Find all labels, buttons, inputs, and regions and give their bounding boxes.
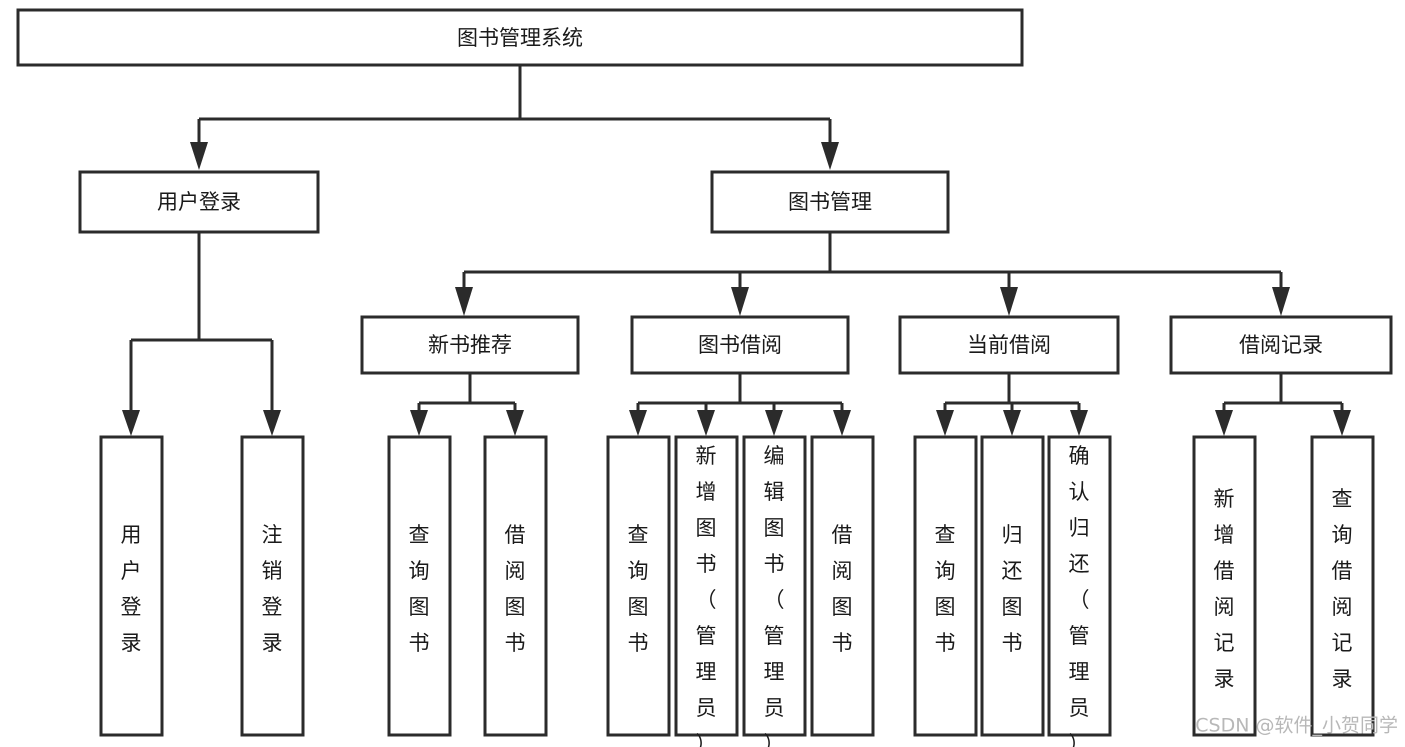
leaf-user-login-1-box[interactable] <box>99 435 164 737</box>
leaf-node-br-1[interactable]: 新增借阅记录 <box>1192 435 1257 737</box>
leaf-nbr-2-box[interactable] <box>483 435 548 737</box>
leaf-node-user-login-2[interactable]: 注销登录 <box>240 435 305 737</box>
edges-layer <box>122 65 1351 436</box>
node-borrow-records-box[interactable] <box>1169 315 1393 375</box>
leaf-nbr-1-label: 查询图书 <box>409 523 430 655</box>
node-book-management[interactable]: 图书管理 <box>710 170 950 234</box>
arrowhead-user-login <box>190 142 208 170</box>
node-root-label: 图书管理系统 <box>457 26 583 50</box>
arrowhead-borrow-records <box>1272 287 1290 316</box>
leaf-cb-1-label: 查询图书 <box>935 523 956 655</box>
leaf-bb-1-label: 查询图书 <box>628 523 649 655</box>
leaf-bb-3-label: 编辑图书（管理员） <box>764 444 785 747</box>
leaf-cb-3-box[interactable] <box>1047 435 1112 737</box>
leaf-node-cb-2[interactable]: 归还图书 <box>980 435 1045 737</box>
node-current-borrow-label: 当前借阅 <box>967 333 1051 357</box>
node-user-login-label: 用户登录 <box>157 190 241 214</box>
leaf-bb-3-box[interactable] <box>742 435 807 737</box>
node-book-borrow-label: 图书借阅 <box>698 333 782 357</box>
node-root-box[interactable] <box>16 8 1024 67</box>
node-current-borrow-box[interactable] <box>898 315 1120 375</box>
leaf-nbr-2-label: 借阅图书 <box>505 523 526 655</box>
csdn-watermark: CSDN @软件_小贺同学 <box>1195 715 1398 737</box>
node-book-management-box[interactable] <box>710 170 950 234</box>
leaf-node-nbr-1[interactable]: 查询图书 <box>387 435 452 737</box>
leaf-br-2-label: 查询借阅记录 <box>1332 487 1353 691</box>
node-book-borrow[interactable]: 图书借阅 <box>630 315 850 375</box>
arrowhead-leaf-nbr-2 <box>506 410 524 436</box>
leaf-node-bb-1[interactable]: 查询图书 <box>606 435 671 737</box>
arrowhead-leaf-bb-1 <box>629 410 647 436</box>
leaf-cb-3-label: 确认归还（管理员） <box>1069 444 1090 747</box>
node-new-book-recommend-box[interactable] <box>360 315 580 375</box>
node-new-book-recommend[interactable]: 新书推荐 <box>360 315 580 375</box>
node-root-book-management-system[interactable]: 图书管理系统 <box>16 8 1024 67</box>
arrowhead-leaf-bb-2 <box>697 410 715 436</box>
leaf-cb-2-box[interactable] <box>980 435 1045 737</box>
leaf-bb-4-box[interactable] <box>810 435 875 737</box>
node-borrow-records[interactable]: 借阅记录 <box>1169 315 1393 375</box>
node-new-book-recommend-label: 新书推荐 <box>428 333 512 357</box>
leaf-bb-2-box[interactable] <box>674 435 739 737</box>
arrowhead-leaf-user-login-2 <box>263 410 281 436</box>
leaf-br-2-box[interactable] <box>1310 435 1375 737</box>
leaf-user-login-2-label: 注销登录 <box>262 523 283 655</box>
leaf-cb-1-box[interactable] <box>913 435 978 737</box>
leaf-node-bb-2[interactable]: 新增图书（管理员） <box>674 435 739 747</box>
arrowhead-leaf-bb-3 <box>765 410 783 436</box>
node-user-login[interactable]: 用户登录 <box>78 170 320 234</box>
node-user-login-box[interactable] <box>78 170 320 234</box>
leaf-user-login-1-label: 用户登录 <box>121 523 142 655</box>
arrowhead-leaf-user-login-1 <box>122 410 140 436</box>
arrowhead-leaf-nbr-1 <box>410 410 428 436</box>
leaf-user-login-2-box[interactable] <box>240 435 305 737</box>
arrowhead-leaf-cb-1 <box>936 410 954 436</box>
leaf-node-cb-3[interactable]: 确认归还（管理员） <box>1047 435 1112 747</box>
node-borrow-records-label: 借阅记录 <box>1239 333 1323 357</box>
arrowhead-leaf-bb-4 <box>833 410 851 436</box>
arrowhead-new-book-recommend <box>455 287 473 316</box>
arrowhead-leaf-br-1 <box>1215 410 1233 436</box>
leaf-br-1-box[interactable] <box>1192 435 1257 737</box>
node-book-management-label: 图书管理 <box>788 190 872 214</box>
node-current-borrow[interactable]: 当前借阅 <box>898 315 1120 375</box>
arrowhead-current-borrow <box>1000 287 1018 316</box>
arrowhead-leaf-cb-3 <box>1070 410 1088 436</box>
leaf-node-bb-4[interactable]: 借阅图书 <box>810 435 875 737</box>
node-book-borrow-box[interactable] <box>630 315 850 375</box>
leaf-node-br-2[interactable]: 查询借阅记录 <box>1310 435 1375 737</box>
leaf-node-user-login-1[interactable]: 用户登录 <box>99 435 164 737</box>
leaf-node-nbr-2[interactable]: 借阅图书 <box>483 435 548 737</box>
leaf-bb-4-label: 借阅图书 <box>832 523 853 655</box>
arrowhead-book-mgmt <box>821 142 839 170</box>
leaf-node-cb-1[interactable]: 查询图书 <box>913 435 978 737</box>
leaf-bb-2-label: 新增图书（管理员） <box>696 444 717 747</box>
leaf-bb-1-box[interactable] <box>606 435 671 737</box>
leaf-nbr-1-box[interactable] <box>387 435 452 737</box>
leaf-cb-2-label: 归还图书 <box>1002 523 1023 655</box>
leaf-node-bb-3[interactable]: 编辑图书（管理员） <box>742 435 807 747</box>
arrowhead-leaf-br-2 <box>1333 410 1351 436</box>
arrowhead-book-borrow <box>731 287 749 316</box>
leaf-br-1-label: 新增借阅记录 <box>1214 487 1235 691</box>
arrowhead-leaf-cb-2 <box>1003 410 1021 436</box>
